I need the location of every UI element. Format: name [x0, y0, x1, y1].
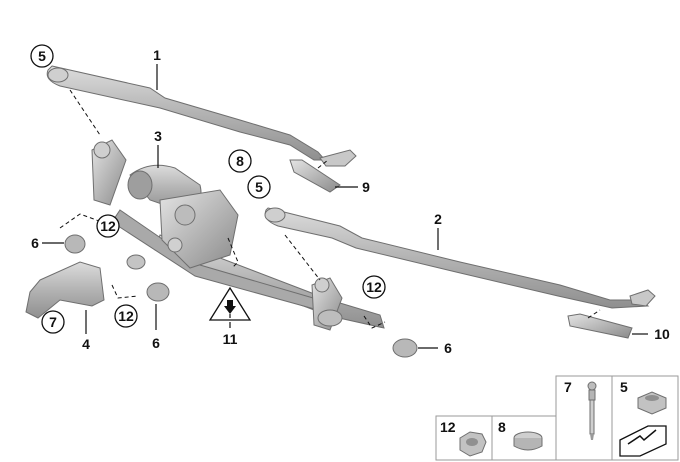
grommet-6-mid	[146, 282, 170, 302]
callout-8: 8	[236, 153, 244, 169]
callout-12a: 12	[100, 218, 116, 234]
callout-circle-5a	[30, 44, 54, 68]
callout-circle-12b	[114, 304, 138, 328]
callout-2: 2	[434, 211, 442, 227]
dash-12-left	[111, 284, 139, 299]
nut-12-left	[126, 254, 146, 270]
callout-6a: 6	[31, 235, 39, 251]
dash-11	[227, 237, 239, 269]
wiper-arm-right	[264, 207, 656, 309]
legend-8: 8	[498, 419, 506, 435]
callout-circle-7	[41, 310, 65, 334]
legend-box-12: 12	[435, 415, 493, 461]
grommet-6-left	[64, 234, 86, 254]
callout-5a: 5	[38, 48, 46, 64]
legend-box-7: 7	[555, 375, 613, 461]
legend-5: 5	[620, 379, 628, 395]
hex-nut-icon	[637, 391, 667, 415]
flange-nut-icon	[459, 431, 487, 457]
wiper-arm-left	[46, 65, 357, 167]
callout-6c: 6	[444, 340, 452, 356]
torque-arrow-icon	[619, 425, 667, 457]
callout-4: 4	[82, 336, 90, 352]
cap-icon	[513, 431, 543, 451]
bracket-4	[25, 261, 105, 319]
callout-10: 10	[654, 326, 670, 342]
callout-12c: 12	[366, 279, 382, 295]
dash-10	[587, 309, 601, 319]
callout-6b: 6	[152, 335, 160, 351]
callout-7: 7	[49, 314, 57, 330]
legend-box-8: 8	[491, 415, 557, 461]
callout-1: 1	[153, 47, 161, 63]
grommet-6-right	[392, 338, 418, 358]
electrical-warning-icon	[208, 286, 252, 321]
callout-11: 11	[223, 331, 238, 347]
dash-5-to-pivot	[69, 89, 101, 136]
blade-insert-10	[567, 313, 633, 339]
callout-12b: 12	[118, 308, 134, 324]
legend-box-5: 5	[611, 375, 679, 461]
blade-insert-9	[289, 159, 341, 193]
rivet-icon	[587, 381, 597, 440]
wiper-linkage-assembly	[91, 139, 385, 331]
callout-circle-12a	[96, 214, 120, 238]
callout-circle-5b	[247, 175, 271, 199]
callout-9: 9	[362, 179, 370, 195]
callout-3: 3	[154, 128, 162, 144]
legend-12: 12	[440, 419, 456, 435]
legend-7: 7	[564, 379, 572, 395]
callout-circle-12c	[362, 275, 386, 299]
callout-5b: 5	[255, 179, 263, 195]
dash-5-right-pivot	[284, 234, 321, 281]
dash-12-right	[363, 315, 386, 329]
dash-9	[317, 159, 329, 169]
callout-circle-8	[228, 149, 252, 173]
